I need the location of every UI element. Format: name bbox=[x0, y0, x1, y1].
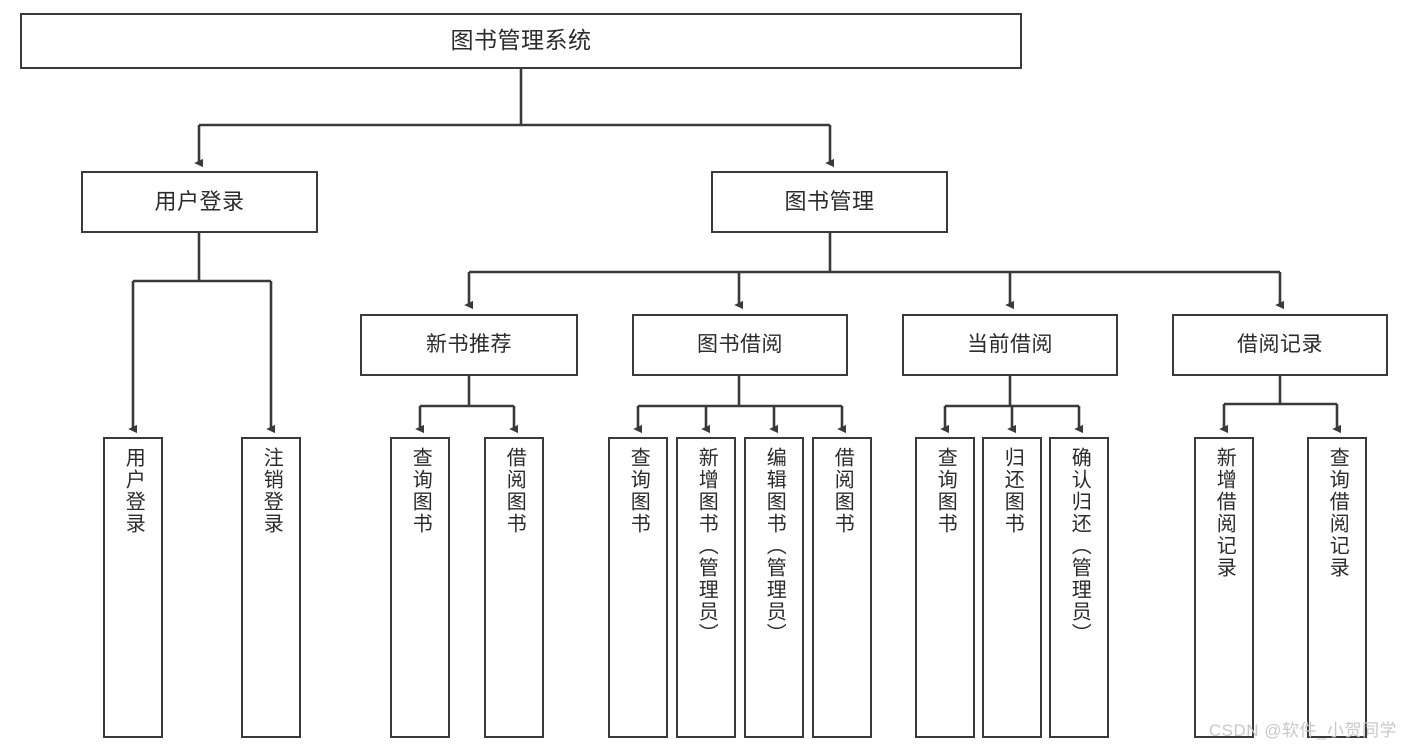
leaf-new-book-query[interactable]: 查询图书 bbox=[390, 437, 450, 738]
node-label: 查询图书 bbox=[627, 447, 650, 535]
node-label: 用户登录 bbox=[154, 189, 245, 215]
leaf-book-borrow-add[interactable]: 新增图书（管理员） bbox=[676, 437, 736, 738]
node-label: 确认归还（管理员） bbox=[1068, 447, 1091, 645]
node-label: 用户登录 bbox=[122, 447, 145, 535]
node-new-book-recommend[interactable]: 新书推荐 bbox=[360, 314, 578, 376]
leaf-user-login-signin[interactable]: 用户登录 bbox=[103, 437, 163, 738]
node-label: 借阅图书 bbox=[831, 447, 854, 535]
node-root-system[interactable]: 图书管理系统 bbox=[20, 13, 1022, 69]
node-label: 当前借阅 bbox=[967, 332, 1053, 356]
leaf-book-borrow-query[interactable]: 查询图书 bbox=[608, 437, 668, 738]
node-current-borrow[interactable]: 当前借阅 bbox=[902, 314, 1118, 376]
node-user-login[interactable]: 用户登录 bbox=[81, 171, 318, 233]
node-label: 图书管理系统 bbox=[450, 27, 592, 54]
node-label: 新书推荐 bbox=[426, 332, 512, 356]
node-label: 新增图书（管理员） bbox=[695, 447, 718, 645]
node-label: 新增借阅记录 bbox=[1213, 447, 1236, 579]
node-label: 编辑图书（管理员） bbox=[763, 447, 786, 645]
node-label: 查询图书 bbox=[934, 447, 957, 535]
node-label: 查询图书 bbox=[409, 447, 432, 535]
leaf-book-borrow-edit[interactable]: 编辑图书（管理员） bbox=[744, 437, 804, 738]
leaf-current-borrow-return[interactable]: 归还图书 bbox=[982, 437, 1042, 738]
leaf-borrow-record-add[interactable]: 新增借阅记录 bbox=[1194, 437, 1254, 738]
node-label: 图书管理 bbox=[784, 189, 875, 215]
node-label: 注销登录 bbox=[260, 447, 283, 535]
node-label: 归还图书 bbox=[1001, 447, 1024, 535]
leaf-current-borrow-query[interactable]: 查询图书 bbox=[915, 437, 975, 738]
leaf-book-borrow-borrow[interactable]: 借阅图书 bbox=[812, 437, 872, 738]
node-label: 查询借阅记录 bbox=[1326, 447, 1349, 579]
node-borrow-record[interactable]: 借阅记录 bbox=[1172, 314, 1388, 376]
csdn-watermark: CSDN @软件_小贺同学 bbox=[1208, 721, 1397, 740]
node-book-borrow[interactable]: 图书借阅 bbox=[632, 314, 848, 376]
leaf-new-book-borrow[interactable]: 借阅图书 bbox=[484, 437, 544, 738]
node-label: 借阅记录 bbox=[1237, 332, 1323, 356]
node-label: 借阅图书 bbox=[503, 447, 526, 535]
leaf-user-login-signout[interactable]: 注销登录 bbox=[241, 437, 301, 738]
node-book-management[interactable]: 图书管理 bbox=[711, 171, 948, 233]
node-label: 图书借阅 bbox=[697, 332, 783, 356]
leaf-current-borrow-confirm-return[interactable]: 确认归还（管理员） bbox=[1049, 437, 1109, 738]
leaf-borrow-record-query[interactable]: 查询借阅记录 bbox=[1307, 437, 1367, 738]
